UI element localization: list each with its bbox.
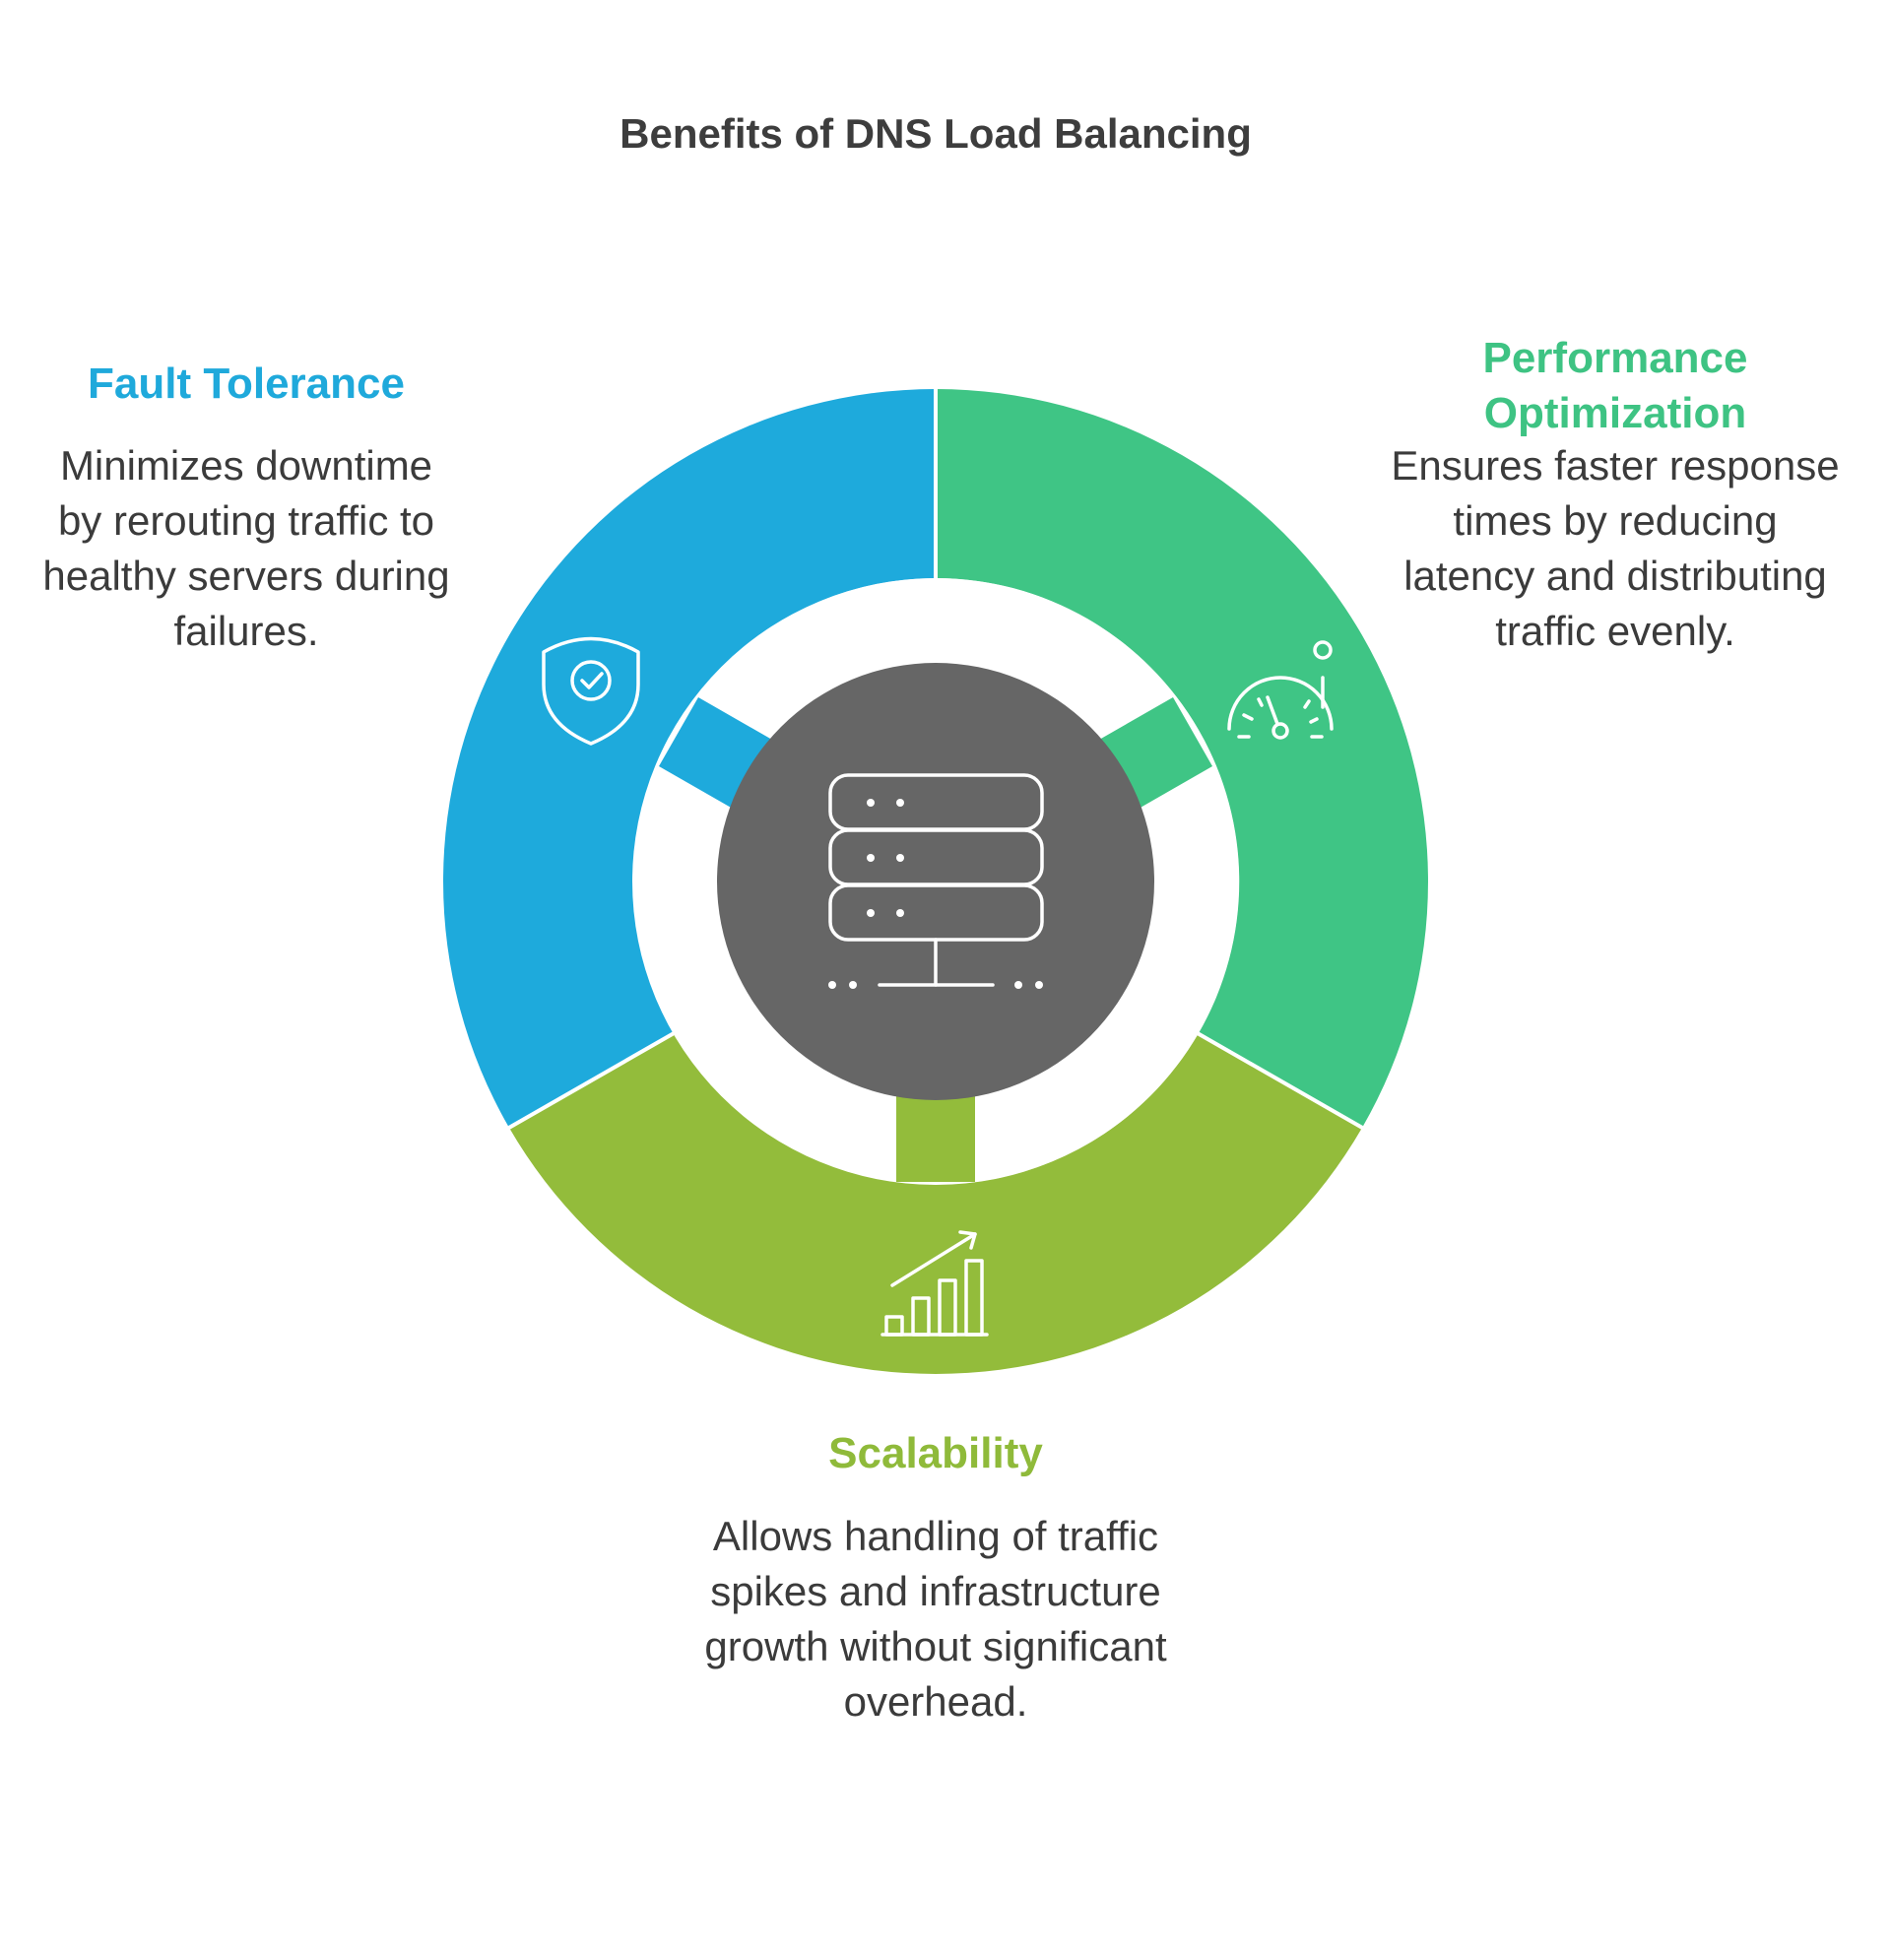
scalability-segment xyxy=(509,1033,1362,1374)
server-indicator-dots xyxy=(828,799,1043,989)
fault-tolerance-segment xyxy=(443,389,936,1128)
server-icon xyxy=(828,773,1044,987)
shield-check-icon xyxy=(542,636,640,746)
scalability-heading: Scalability xyxy=(828,1429,1043,1477)
scalability-description: Allows handling of traffic spikes and in… xyxy=(704,1513,1167,1725)
performance-optimization-segment xyxy=(936,389,1428,1128)
center-hub xyxy=(717,663,1154,1100)
speedometer-icon xyxy=(1227,640,1334,740)
fault-tolerance-heading: Fault Tolerance xyxy=(88,359,405,408)
segment-divider xyxy=(506,1030,677,1131)
performance-optimization-description: Ensures faster response times by reducin… xyxy=(1391,442,1840,654)
performance-optimization-heading: Performance Optimization xyxy=(1482,334,1748,437)
segment-divider xyxy=(1195,1030,1365,1131)
fault-tolerance-description: Minimizes downtime by rerouting traffic … xyxy=(42,442,450,654)
diagram-title: Benefits of DNS Load Balancing xyxy=(619,110,1252,157)
growth-chart-icon xyxy=(880,1230,989,1337)
